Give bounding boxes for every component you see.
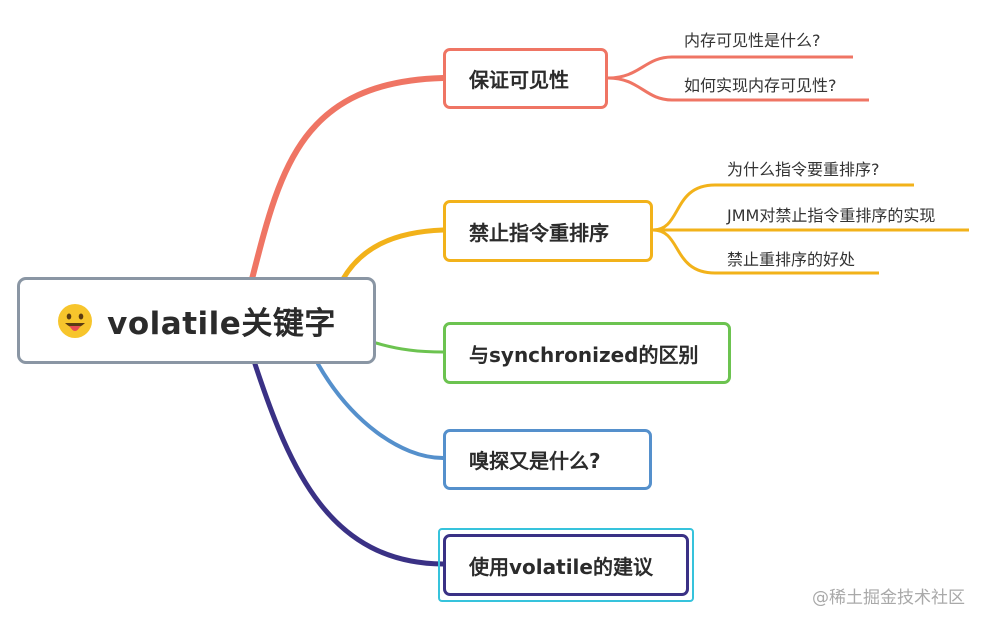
subtopic-reorder-jmm[interactable]: JMM对禁止指令重排序的实现: [727, 206, 936, 225]
topic-visibility[interactable]: 保证可见性: [443, 48, 608, 109]
connector-sub-2-3: [652, 228, 879, 275]
topic-synchronized-diff[interactable]: 与synchronized的区别: [443, 322, 731, 384]
connector-branch-1: [249, 75, 446, 282]
grinning-face-with-tongue-icon: [58, 303, 93, 338]
topic-usage-advice[interactable]: 使用volatile的建议: [443, 534, 689, 596]
subtopic-visibility-how[interactable]: 如何实现内存可见性?: [684, 76, 837, 95]
connector-branch-5: [252, 361, 446, 567]
topic-sniffing[interactable]: 嗅探又是什么?: [443, 429, 652, 490]
connector-branch-4: [316, 362, 445, 460]
topic-reorder[interactable]: 禁止指令重排序: [443, 200, 653, 262]
connector-branch-2: [340, 227, 446, 282]
subtopic-reorder-benefit[interactable]: 禁止重排序的好处: [727, 250, 856, 269]
connector-sub-2-1: [652, 183, 914, 232]
watermark: @稀土掘金技术社区: [812, 588, 965, 608]
root-title: volatile关键字: [107, 306, 336, 342]
selection-highlight: [438, 528, 694, 602]
connector-branch-3: [374, 341, 445, 354]
subtopic-reorder-why[interactable]: 为什么指令要重排序?: [727, 160, 880, 179]
root-node[interactable]: volatile关键字: [17, 277, 376, 364]
connector-sub-1-2: [607, 76, 869, 102]
subtopic-visibility-what[interactable]: 内存可见性是什么?: [684, 31, 821, 50]
